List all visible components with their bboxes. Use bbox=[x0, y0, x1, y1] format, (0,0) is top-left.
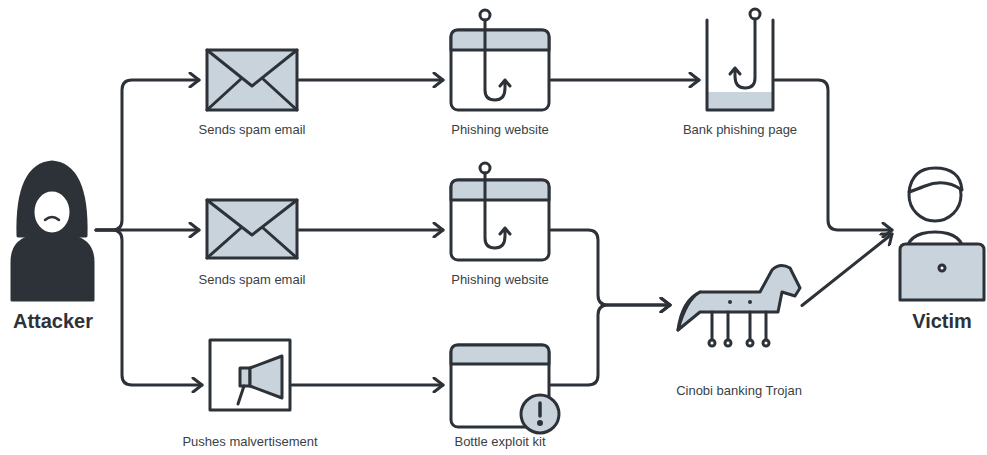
exploit-kit-node bbox=[449, 343, 551, 429]
node-label: Phishing website bbox=[451, 272, 549, 288]
bank-page-node bbox=[705, 18, 775, 112]
phishing-website-icon bbox=[451, 10, 549, 110]
trojan-horse-icon bbox=[678, 265, 800, 346]
email-icon bbox=[207, 200, 297, 258]
node-label: Bottle exploit kit bbox=[454, 434, 545, 450]
email-node bbox=[205, 198, 299, 260]
trojan-node bbox=[676, 264, 802, 347]
node-label: Bank phishing page bbox=[683, 122, 797, 138]
email-icon bbox=[207, 50, 297, 110]
flow-arrow bbox=[775, 80, 892, 230]
exploit-kit-icon bbox=[451, 345, 559, 433]
victim-node bbox=[898, 166, 986, 302]
malvertisement-icon bbox=[210, 340, 290, 410]
node-label: Sends spam email bbox=[199, 122, 306, 138]
email-node bbox=[205, 48, 299, 112]
flow-arrow bbox=[551, 305, 670, 385]
website-node bbox=[449, 28, 551, 112]
flow-arrow bbox=[299, 229, 443, 232]
flow-arrow bbox=[96, 80, 199, 230]
attacker-figure bbox=[12, 162, 93, 300]
malvertisement-node bbox=[208, 338, 292, 412]
flow-arrow bbox=[551, 79, 699, 82]
node-label: Phishing website bbox=[451, 122, 549, 138]
phishing-website-icon bbox=[451, 163, 549, 260]
flow-arrow bbox=[802, 234, 892, 306]
actor-label: Attacker bbox=[13, 309, 93, 333]
flow-arrow bbox=[292, 384, 443, 387]
flow-arrow bbox=[96, 230, 202, 385]
victim-figure bbox=[900, 168, 984, 300]
node-label: Pushes malvertisement bbox=[182, 434, 317, 450]
bank-page-icon bbox=[707, 9, 773, 110]
flow-arrow bbox=[551, 230, 670, 305]
node-label: Cinobi banking Trojan bbox=[676, 383, 802, 399]
actor-label: Victim bbox=[912, 309, 972, 333]
attacker-node bbox=[10, 160, 96, 302]
flow-arrow bbox=[299, 79, 443, 82]
website-node bbox=[449, 178, 551, 262]
node-label: Sends spam email bbox=[199, 272, 306, 288]
